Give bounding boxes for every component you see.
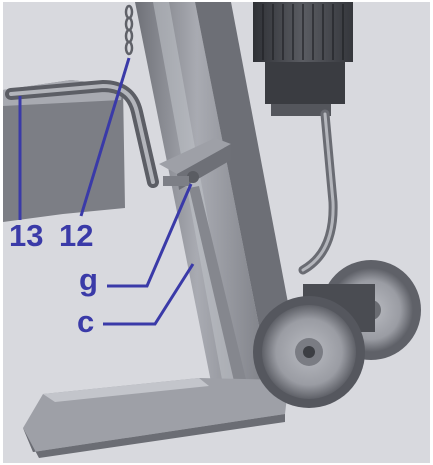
label-12: 12 xyxy=(59,218,93,253)
motor xyxy=(253,2,353,116)
pivot-bracket xyxy=(159,138,231,190)
side-table xyxy=(3,79,159,222)
diagram-stage: 13 12 g c xyxy=(3,2,430,463)
callout-leaders xyxy=(18,57,195,326)
base-foot xyxy=(23,378,289,458)
front-wheel xyxy=(253,296,365,408)
leader-g xyxy=(107,183,193,288)
leader-12 xyxy=(79,57,131,217)
label-13: 13 xyxy=(9,218,43,253)
label-c: c xyxy=(77,304,94,339)
machine-illustration: 13 12 g c xyxy=(3,2,430,463)
diagonal-strut xyxy=(189,186,249,394)
label-g: g xyxy=(79,262,98,297)
leader-c xyxy=(103,263,195,326)
chain xyxy=(124,4,134,56)
